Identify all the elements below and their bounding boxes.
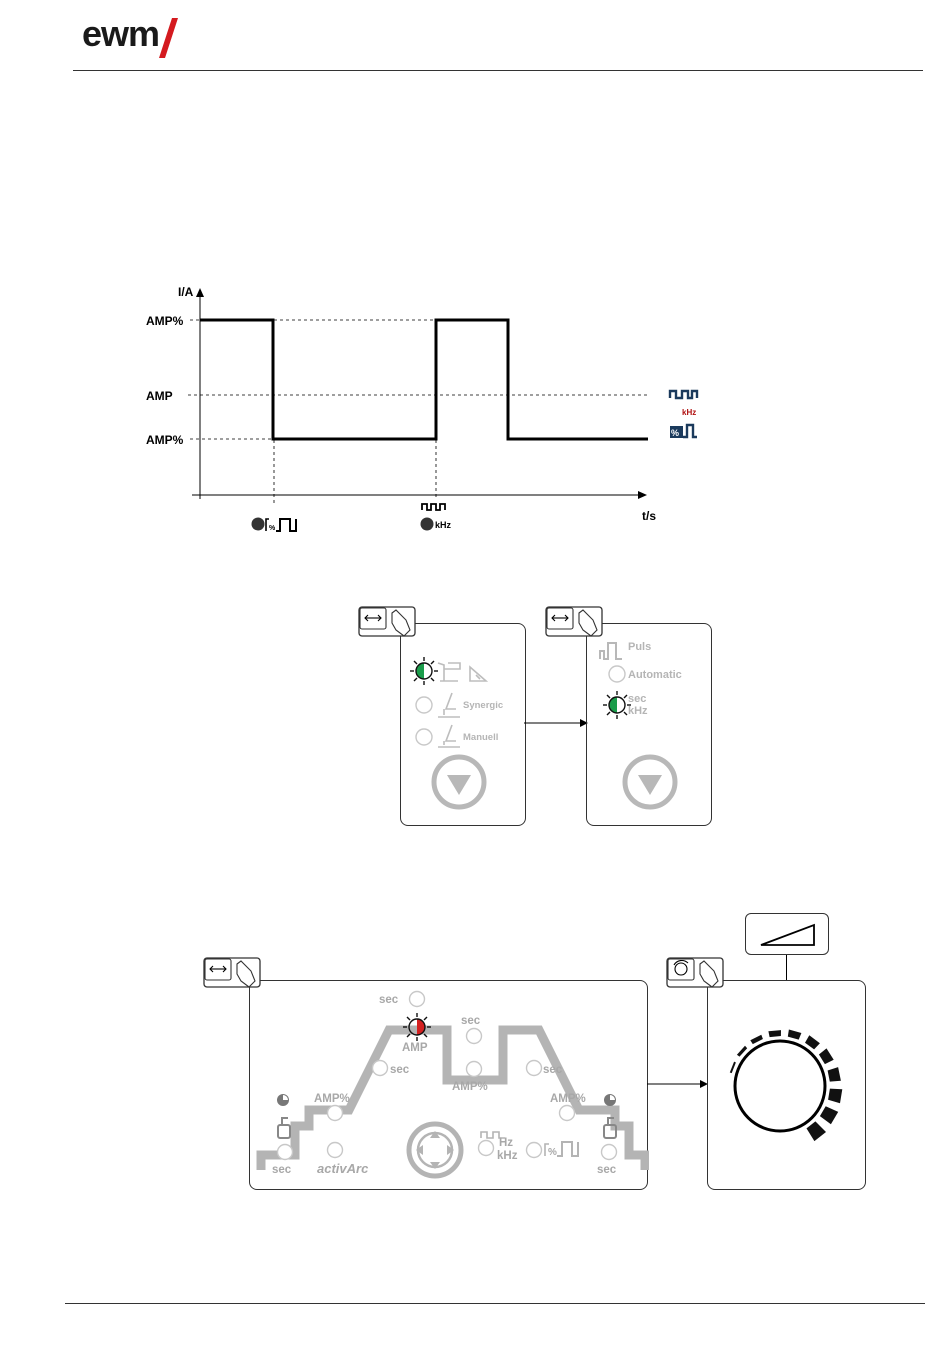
y-label-amp: AMP [146, 389, 173, 403]
marker-khz: kHz [435, 520, 452, 530]
pulse-current-chart: I/A t/s AMP% AMP AMP% kHz % % kHz [130, 275, 730, 540]
y-axis-arrow [196, 288, 204, 297]
label-sec-mid: sec [461, 1015, 481, 1027]
led-amp-pct-right[interactable] [560, 1106, 575, 1121]
connector-arrow-ab [522, 716, 592, 730]
ramp-triangle-icon [761, 925, 814, 945]
rotary-nav-button[interactable] [409, 1124, 461, 1176]
automatic-led[interactable] [609, 666, 625, 682]
label-sec-right: sec [543, 1064, 563, 1076]
label-amp-pct-right: AMP% [550, 1093, 586, 1105]
rotary-knob-contents [707, 980, 867, 1190]
process-panel-contents: Synergic Manuell [400, 623, 526, 826]
legend-khz: kHz [682, 408, 696, 417]
marker-dot-1 [252, 518, 265, 531]
led-hz-khz[interactable] [479, 1141, 494, 1156]
timer-icon-left [277, 1094, 289, 1106]
svg-text:%: % [548, 1147, 557, 1158]
led-sec-bl[interactable] [278, 1145, 293, 1160]
synergic-label: Synergic [463, 700, 503, 711]
legend-pulse-percent-icon: % [670, 425, 697, 438]
knob-scale-segment [807, 1121, 827, 1141]
led-sec-right[interactable] [527, 1061, 542, 1076]
connector-arrow-cd [645, 1077, 711, 1091]
y-axis-label: I/A [178, 285, 194, 299]
manual-torch-icon [438, 725, 460, 747]
panel-a-tab [358, 606, 416, 636]
gas-cylinder-icon-left [278, 1118, 290, 1138]
down-arrow-button-b[interactable] [625, 757, 675, 807]
legend-pulse-icon [670, 391, 697, 398]
led-amp-pct-left[interactable] [328, 1106, 343, 1121]
knob-scale-segment [828, 1067, 841, 1082]
label-activarc: activArc [317, 1161, 369, 1176]
torch-program-icon [438, 663, 486, 681]
label-amp: AMP [402, 1042, 428, 1054]
marker-dot-2 [421, 518, 434, 531]
synergic-torch-icon [438, 693, 460, 717]
display-connector [786, 955, 787, 981]
puls-label: Puls [628, 641, 651, 653]
x-axis-arrow [638, 491, 647, 499]
led-activarc[interactable] [328, 1143, 343, 1158]
led-sec-left[interactable] [373, 1061, 388, 1076]
label-sec-top: sec [379, 994, 399, 1006]
footer-rule [65, 1303, 925, 1304]
guide-lines [188, 320, 650, 505]
label-hz: Hz [499, 1137, 513, 1149]
logo-text: ewm [82, 14, 159, 54]
header-rule [73, 70, 923, 71]
pulse-waveform [200, 320, 648, 439]
rotary-knob[interactable] [735, 1041, 825, 1131]
panel-d-tab [666, 957, 724, 987]
x-axis-label: t/s [642, 509, 656, 523]
khz-label-b: kHz [628, 705, 648, 717]
manual-label: Manuell [463, 732, 498, 743]
synergic-led[interactable] [416, 697, 432, 713]
led-sec-mid[interactable] [467, 1029, 482, 1044]
page-header: ewm [0, 0, 950, 75]
active-led-green [410, 657, 438, 685]
knob-scale-segment [828, 1089, 842, 1104]
pulse-balance-icon: % [545, 1142, 578, 1158]
label-sec-br: sec [597, 1164, 617, 1176]
automatic-label: Automatic [628, 669, 682, 681]
knob-scale-segment [820, 1106, 838, 1124]
label-amp-pct-left: AMP% [314, 1093, 350, 1105]
label-khz: kHz [497, 1150, 518, 1162]
led-sec-top[interactable] [410, 992, 425, 1007]
panel-c-tab [203, 957, 261, 987]
knob-scale-segment [819, 1048, 834, 1064]
led-pulse-balance[interactable] [527, 1143, 542, 1158]
manual-led[interactable] [416, 729, 432, 745]
ewm-logo: ewm [80, 14, 215, 64]
timer-icon-right [604, 1094, 616, 1106]
svg-text:%: % [671, 428, 679, 438]
knob-scale-segment [730, 1062, 736, 1074]
svg-text:%: % [269, 525, 276, 532]
knob-scale-segment [788, 1030, 802, 1040]
sec-label-b: sec [628, 693, 646, 705]
label-sec-bl: sec [272, 1164, 292, 1176]
marker-pulse-percent-icon: % [266, 519, 296, 532]
y-label-amp-pct-high: AMP% [146, 314, 184, 328]
value-display-box [745, 913, 829, 955]
down-arrow-button[interactable] [434, 757, 484, 807]
active-led-green-b[interactable] [603, 691, 631, 719]
label-amp-pct-center: AMP% [452, 1081, 488, 1093]
y-label-amp-pct-low: AMP% [146, 433, 184, 447]
pulse-icon-gray [600, 643, 622, 659]
label-sec-left: sec [390, 1064, 410, 1076]
panel-b-tab [545, 606, 603, 636]
pulse-panel-contents: Puls Automatic sec kHz [586, 623, 712, 826]
sequence-panel-contents: sec sec AMP sec AMP% sec AMP% AMP% sec a… [249, 980, 649, 1190]
marker-pulse-icon [422, 504, 445, 510]
led-sec-br[interactable] [602, 1145, 617, 1160]
knob-scale-segment [805, 1035, 820, 1049]
logo-slash [159, 18, 178, 58]
knob-scale-segment [750, 1035, 763, 1044]
led-amp-pct-center[interactable] [467, 1062, 482, 1077]
knob-scale-segment [768, 1030, 781, 1037]
